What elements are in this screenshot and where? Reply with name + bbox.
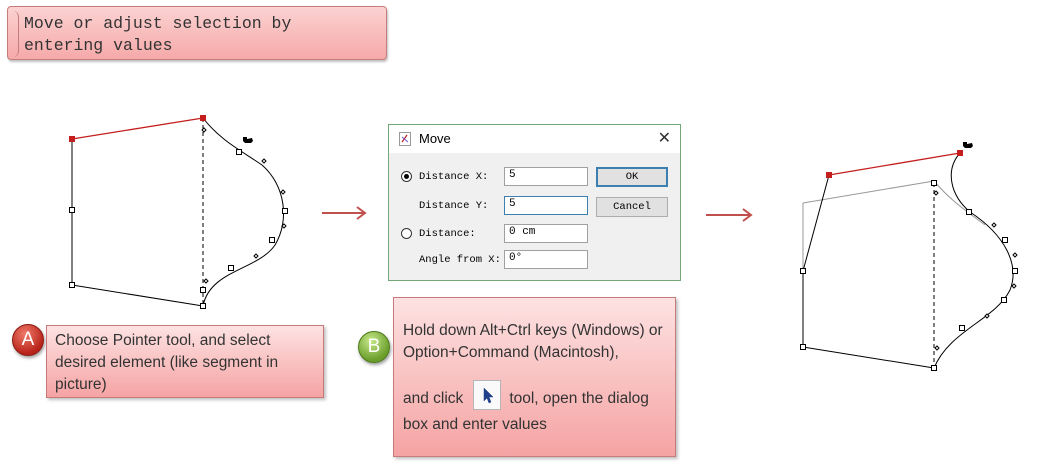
shape-after-curve [933,152,1014,369]
node [269,237,275,243]
shape-before-bottom-edge [71,284,204,307]
control-points [201,127,287,284]
node [200,303,206,309]
shape-after [802,152,1014,369]
banner-curl [10,11,19,57]
pointer-tool-icon [473,380,502,410]
node [228,265,234,271]
node [1001,297,1007,303]
shape-before-nodes [69,115,288,309]
pointer-arrow-icon [484,387,494,404]
moved-segment [828,152,961,176]
ghost-segment [802,180,935,204]
step-a-badge: A [12,324,44,356]
shape-before-curve [202,117,285,307]
move-dialog: Move ✕ Distance X: 5 Distance Y: 5 Dista… [388,124,681,281]
title-banner: Move or adjust selection by entering val… [7,6,387,60]
pointer-hand-icon [243,137,253,143]
distance-xy-radio[interactable] [401,171,412,182]
callout-a: Choose Pointer tool, and select desired … [46,325,324,398]
angle-label: Angle from X: [419,254,501,266]
moved-left-link [802,174,830,272]
control-points [933,190,1018,351]
distance-x-field[interactable]: 5 [504,167,588,186]
move-dialog-icon [399,132,411,146]
callout-b-line1: Hold down Alt+Ctrl keys (Windows) or Opt… [403,322,663,361]
distance-radio[interactable] [401,228,412,239]
shape-after-bottom-edge [802,346,935,369]
callout-a-text: Choose Pointer tool, and select desired … [55,332,279,393]
arrow-2 [706,208,753,222]
page-title: Move or adjust selection by entering val… [24,14,292,55]
node [966,209,972,215]
node [236,149,242,155]
node [1012,268,1018,274]
node [200,287,206,293]
node [69,207,75,213]
node [931,365,937,371]
ghost-curve [933,180,986,226]
distance-label: Distance: [419,228,476,240]
node [959,325,965,331]
shape-after-nodes [800,150,1018,371]
callout-b-line2-pre: and click [403,390,464,408]
step-b-badge: B [358,331,390,363]
shape-before [71,117,285,307]
node-selected [957,150,963,156]
node [1002,237,1008,243]
dialog-title: Move [419,131,451,146]
distance-field[interactable]: 0 cm [504,224,588,243]
node-selected [69,136,75,142]
node [931,180,937,186]
callout-b-line2-post: tool, open the dialog box and enter valu… [403,390,649,433]
selected-segment [71,117,204,140]
angle-field[interactable]: 0° [504,250,588,269]
node [282,208,288,214]
callout-b: Hold down Alt+Ctrl keys (Windows) or Opt… [393,297,676,457]
dialog-titlebar: Move ✕ [389,125,680,153]
pointer-hand-icon [963,142,973,148]
node-selected [200,115,206,121]
node [800,268,806,274]
node [800,344,806,350]
node-selected [826,172,832,178]
node [69,282,75,288]
ok-button[interactable]: OK [596,167,668,187]
distance-y-label: Distance Y: [419,200,489,212]
arrow-1 [322,206,367,220]
distance-x-label: Distance X: [419,171,489,183]
cancel-button[interactable]: Cancel [596,197,668,217]
close-icon[interactable]: ✕ [657,130,671,147]
distance-y-field[interactable]: 5 [504,196,588,215]
